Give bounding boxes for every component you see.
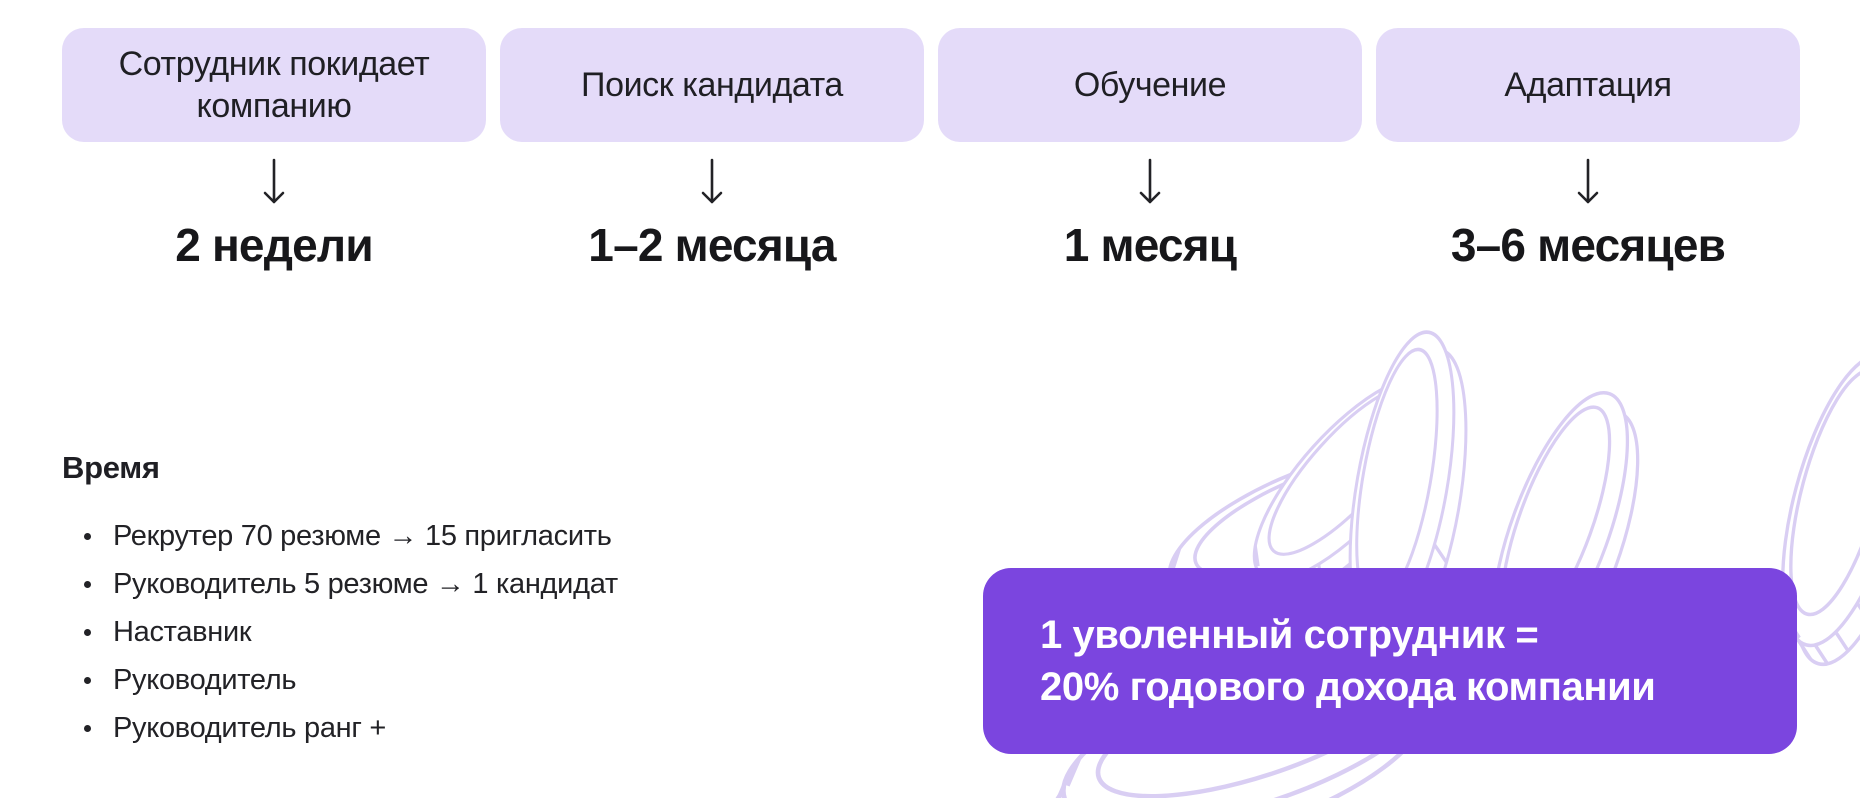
callout-line-2: 20% годового дохода компании <box>1040 665 1656 709</box>
list-item: Наставник <box>62 608 618 656</box>
stage-column-adaptation: Адаптация 3–6 месяцев <box>1376 28 1800 272</box>
list-item-text: Руководитель ранг + <box>113 711 387 744</box>
time-heading: Время <box>62 450 160 485</box>
bullet-dot <box>84 676 91 684</box>
list-item: Рекрутер 70 резюме → 15 пригласить <box>62 512 618 560</box>
stage-box-adaptation: Адаптация <box>1376 28 1800 142</box>
down-arrow-icon <box>1139 158 1161 204</box>
list-item: Руководитель ранг + <box>62 704 618 752</box>
stage-duration: 1–2 месяца <box>588 219 836 271</box>
stage-duration: 2 недели <box>175 219 373 271</box>
bullet-dot <box>84 580 91 588</box>
callout-line-1: 1 уволенный сотрудник = <box>1040 613 1539 657</box>
time-section: Время Рекрутер 70 резюме → 15 пригласить… <box>62 450 618 752</box>
callout-box: 1 уволенный сотрудник = 20% годового дох… <box>983 568 1797 754</box>
down-arrow-icon <box>701 158 723 204</box>
stage-box-training: Обучение <box>938 28 1362 142</box>
stage-column-training: Обучение 1 месяц <box>938 28 1362 272</box>
down-arrow-icon <box>263 158 285 204</box>
down-arrow-icon <box>1577 158 1599 204</box>
stage-box-leaving: Сотрудник покидает компанию <box>62 28 486 142</box>
list-item-text: Руководитель 5 резюме → 1 кандидат <box>113 567 618 600</box>
stage-label: Сотрудник покидает компанию <box>118 44 430 126</box>
stage-box-search: Поиск кандидата <box>500 28 924 142</box>
stages-row: Сотрудник покидает компанию 2 недели Пои… <box>62 28 1800 272</box>
stage-label: Обучение <box>1073 65 1227 104</box>
time-list: Рекрутер 70 резюме → 15 пригласить Руков… <box>62 512 618 752</box>
list-item: Руководитель 5 резюме → 1 кандидат <box>62 560 618 608</box>
list-item-text: Рекрутер 70 резюме → 15 пригласить <box>113 519 612 552</box>
stage-label: Поиск кандидата <box>581 65 843 104</box>
stage-duration: 3–6 месяцев <box>1450 219 1726 271</box>
list-item-text: Наставник <box>113 615 252 648</box>
bullet-dot <box>84 628 91 636</box>
stage-column-leaving: Сотрудник покидает компанию 2 недели <box>62 28 486 272</box>
stage-label: Адаптация <box>1504 65 1672 104</box>
list-item-text: Руководитель <box>113 663 297 696</box>
bullet-dot <box>84 724 91 732</box>
list-item: Руководитель <box>62 656 618 704</box>
stage-duration: 1 месяц <box>1063 219 1237 271</box>
stage-column-search: Поиск кандидата 1–2 месяца <box>500 28 924 272</box>
bullet-dot <box>84 532 91 540</box>
